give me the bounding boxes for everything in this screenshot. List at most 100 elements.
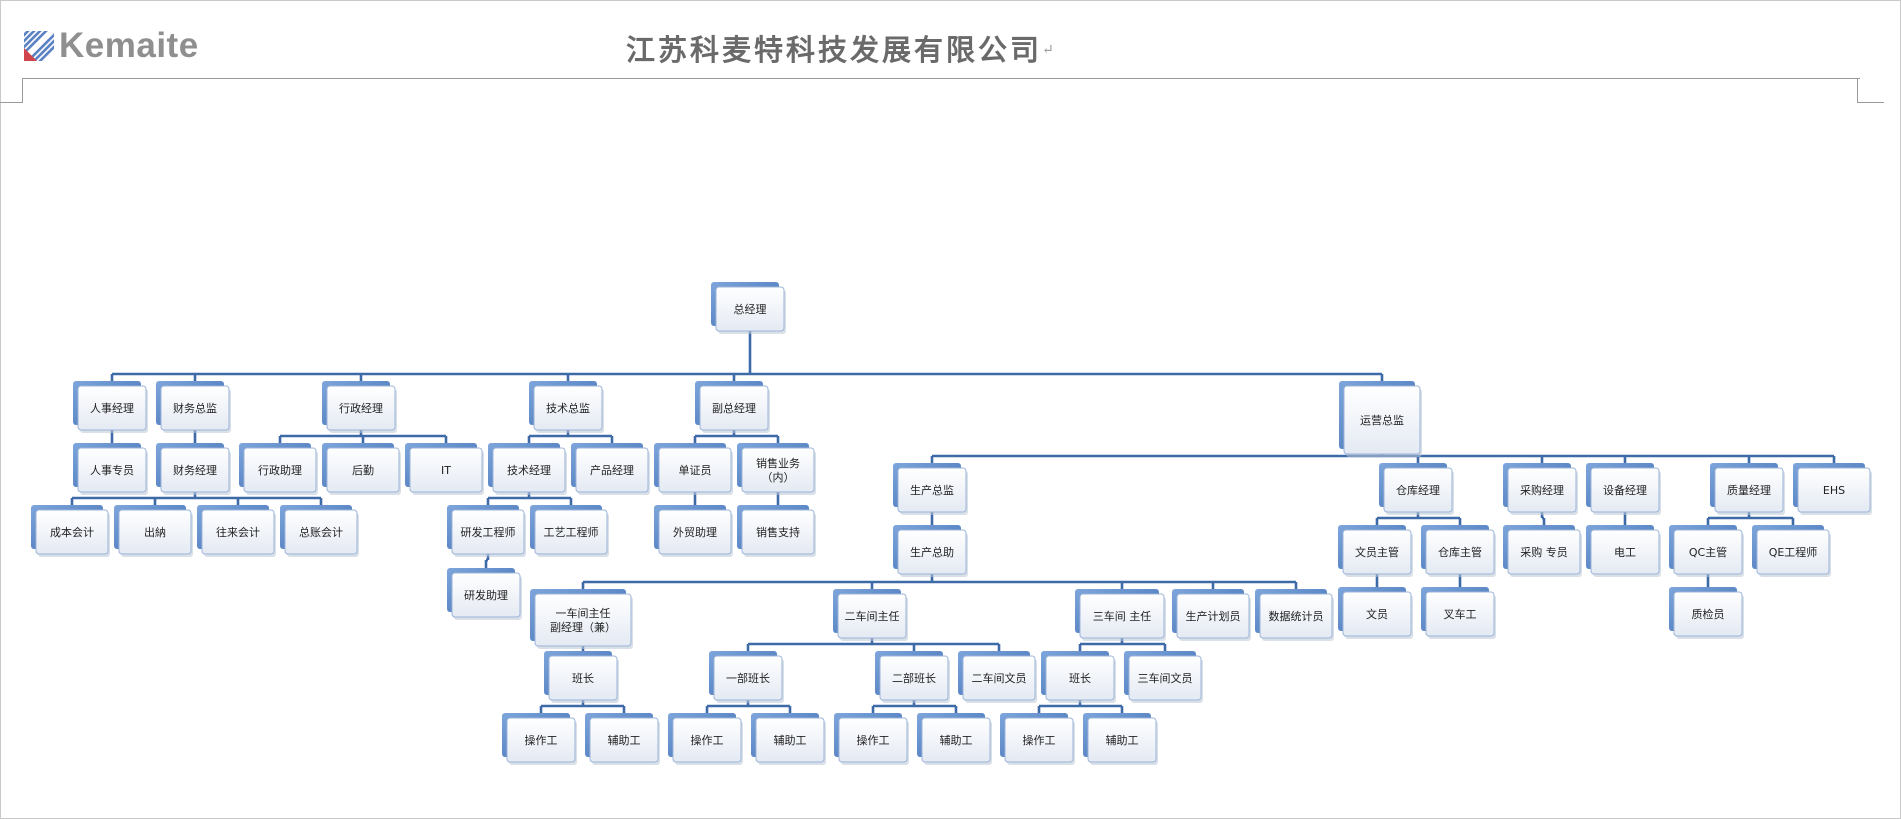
node-label: 总账会计 [299,525,343,539]
node-label: 辅助工 [774,733,807,747]
node-label: 一车间主任 [556,606,611,620]
node-card [897,529,967,575]
node-label: 技术总监 [546,401,590,415]
node-label: 往来会计 [216,525,260,539]
node-card [658,447,732,493]
node-label: 工艺工程师 [544,526,599,539]
node-card [451,572,521,618]
node-card [658,509,732,555]
company-title: 江苏科麦特科技发展有限公司↵ [626,33,1054,67]
node-adm-asst: 行政助理 [239,443,318,495]
node-ws2-lead2: 二部班长 [875,651,950,703]
node-card [1425,591,1495,637]
logo-text: Kemaite [59,26,199,65]
node-rd-asst: 研发助理 [447,568,522,620]
node-card [1756,529,1830,575]
node-cashier: 出納 [114,505,193,557]
node-proc-eng: 工艺工程师 [530,505,609,557]
node-ws2-aux2: 辅助工 [917,713,992,765]
node-card [879,655,949,701]
node-prod-mgr: 产品经理 [571,443,650,495]
node-card [1673,591,1743,637]
node-hr-spec: 人事专员 [73,443,148,495]
node-label: 叉车工 [1444,607,1477,621]
node-label: （内） [762,470,795,484]
node-ws3-lead: 班长 [1041,651,1116,703]
node-label: 三车间文员 [1138,671,1193,685]
node-label: 技术经理 [507,464,551,477]
node-pur-spec: 采购 专员 [1503,525,1582,577]
node-card [715,286,785,332]
node-label: 辅助工 [1106,733,1139,747]
node-qa-mgr: 质量经理 [1710,463,1785,515]
node-cost-acc: 成本会计 [31,505,110,557]
node-label: 仓库经理 [1396,483,1440,497]
node-label: IT [441,464,451,477]
node-it: IT [405,443,484,495]
node-card [1425,529,1495,575]
node-card [838,717,908,763]
node-label: 单证员 [679,464,712,477]
node-card [534,593,632,647]
node-inspector: 质检员 [1669,587,1744,639]
node-label: 出納 [144,525,166,539]
node-label: 研发工程师 [461,525,516,539]
node-card [1342,529,1412,575]
node-ws2-op1: 操作工 [668,713,743,765]
corner-mark-right-v [1857,78,1858,103]
node-eq-mgr: 设备经理 [1586,463,1661,515]
node-card [35,509,109,555]
node-label: 行政助理 [258,463,302,477]
node-label: 外贸助理 [673,525,717,539]
node-fin-mgr: 财务经理 [156,443,231,495]
node-card [1714,467,1784,513]
node-label: 操作工 [691,733,724,747]
node-gm: 总经理 [711,282,786,334]
node-card [1079,593,1165,639]
node-card [837,593,907,639]
node-card [741,447,815,493]
node-card [160,447,230,493]
node-card [1590,529,1660,575]
node-card [409,447,483,493]
node-ws3-op: 操作工 [1000,713,1075,765]
node-label: 仓库主管 [1438,545,1482,559]
node-ws1-aux: 辅助工 [585,713,660,765]
org-nodes: 总经理人事经理财务总监行政经理技术总监副总经理运营总监人事专员财务经理成本会计出… [31,282,1872,765]
node-label: EHS [1823,484,1845,497]
node-sales-sup: 销售支持 [737,505,816,557]
node-rd-eng: 研发工程师 [447,505,526,557]
node-gl-acc: 总账会计 [280,505,359,557]
node-ws2-lead1: 一部班长 [709,651,784,703]
node-card [1590,467,1660,513]
node-electrician: 电工 [1586,525,1661,577]
logo-stripes-icon [24,31,54,61]
node-card [1383,467,1453,513]
node-card [326,447,400,493]
node-label: QC主管 [1689,545,1727,559]
node-label: 总经理 [734,302,767,316]
node-card [1004,717,1074,763]
node-ops-dir: 运营总监 [1339,381,1422,457]
node-label: 操作工 [525,733,558,747]
node-card [1343,385,1421,455]
node-label: 采购 专员 [1520,545,1568,559]
node-trade-asst: 外贸助理 [654,505,733,557]
node-card [672,717,742,763]
node-label: 质检员 [1692,607,1725,621]
node-label: 二车间主任 [845,609,900,623]
node-card [77,447,147,493]
node-card [713,655,783,701]
node-card [755,717,825,763]
node-label: 副经理（兼） [550,621,616,634]
node-hr-mgr: 人事经理 [73,381,148,433]
node-label: 三车间 主任 [1093,609,1152,623]
node-label: 销售业务 [756,456,800,470]
company-logo: Kemaite [24,28,199,64]
node-card [1673,529,1743,575]
node-prod-dir: 生产总监 [893,463,968,515]
node-label: 销售支持 [756,525,800,539]
node-pur-mgr: 采购经理 [1503,463,1578,515]
node-card [118,509,192,555]
node-ws2-head: 二车间主任 [833,589,908,641]
